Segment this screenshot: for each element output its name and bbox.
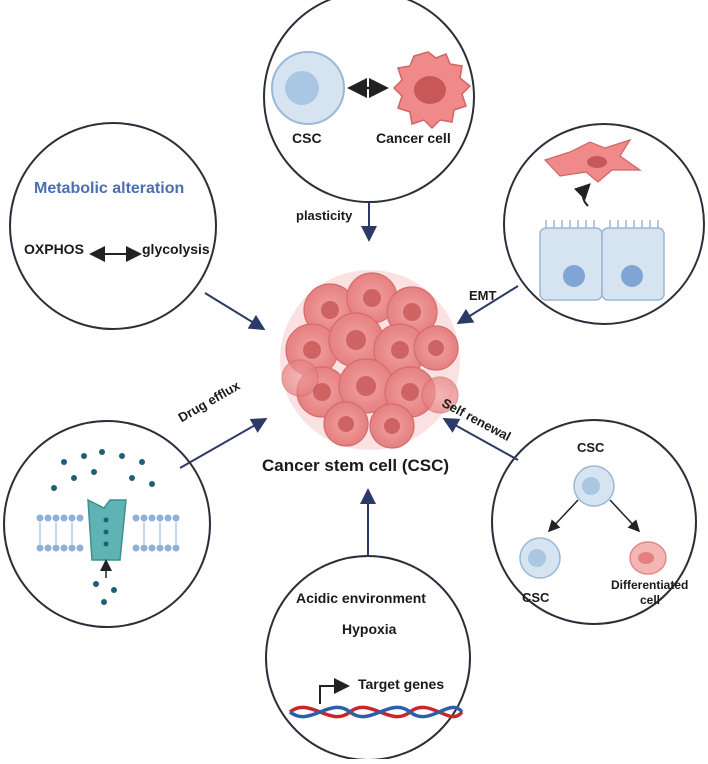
target-genes-label: Target genes [358,676,445,692]
metabolic-panel [9,122,266,331]
metabolic-title: Metabolic alteration [34,180,185,197]
dna-icon [288,705,464,719]
epithelial-cells-icon [539,220,665,301]
acidic-label: Acidic environment [296,590,426,606]
plasticity-csc-label: CSC [292,130,322,146]
plasticity-cancer-cell-label: Cancer cell [376,130,451,146]
membrane-icon [36,514,180,552]
drug-efflux-panel [3,418,268,628]
emt-panel [456,123,705,325]
drug-molecules-icon [51,449,155,605]
self-renewal-panel [442,418,697,625]
differentiated-label: Differentiated [611,578,689,592]
center-title: Cancer stem cell (CSC) [262,456,450,475]
hypoxia-label: Hypoxia [342,621,397,637]
self-renewal-bottom-csc-label: CSC [522,590,550,605]
self-renewal-top-csc-label: CSC [577,440,605,455]
differentiated-cell-label: cell [640,593,661,607]
glycolysis-label: glycolysis [142,241,210,257]
oxphos-label: OXPHOS [24,241,84,257]
emt-arrow-label: EMT [469,288,497,303]
tumor-cluster [280,270,460,450]
plasticity-arrow-label: plasticity [296,208,353,223]
plasticity-panel [263,0,475,242]
